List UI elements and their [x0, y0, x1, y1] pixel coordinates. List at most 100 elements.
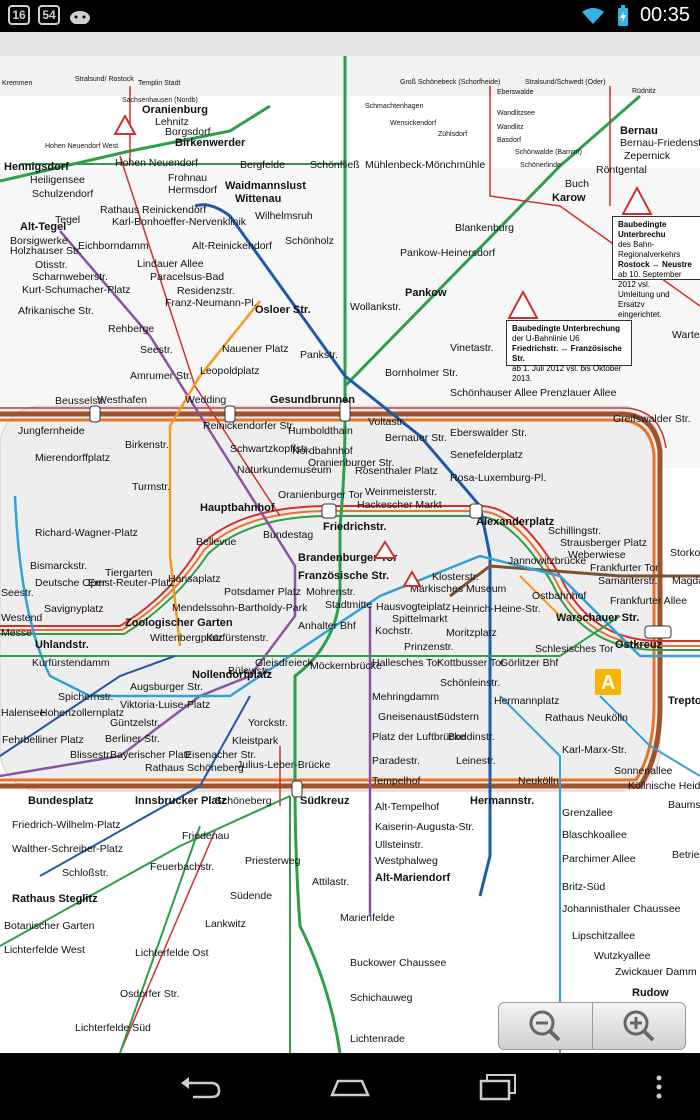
station-label: Augsburger Str. [130, 681, 203, 693]
u2-line [13, 495, 700, 698]
transit-map[interactable]: Kremmen Stralsund/ Rostock Templin Stadt… [0, 56, 700, 1053]
station-label: Vinetastr. [450, 342, 494, 354]
station-label: Warschauer Str. [556, 612, 639, 624]
station-label: Oranienburger Str. [308, 457, 394, 469]
station-label: Zühlsdorf [438, 131, 467, 138]
station-label: Hermannplatz [494, 695, 559, 707]
station-label: Grenzallee [562, 807, 613, 819]
calendar-badge-text: 16 [12, 8, 26, 22]
station-label: Boddinstr. [448, 731, 495, 743]
wifi-icon [581, 7, 604, 24]
station-label: Julius-Leber-Brücke [237, 759, 331, 771]
u8-line [194, 203, 492, 897]
zoom-out-icon [529, 1010, 561, 1042]
station-label: Bergfelde [240, 159, 285, 171]
station-label: Rathaus Reinickendorf [100, 204, 206, 216]
station-label: Potsdamer Platz [224, 586, 301, 598]
station-label: Reinickendorfer Str. [203, 420, 295, 432]
station-label: Halensee [1, 707, 46, 719]
station-label: Alexanderplatz [476, 516, 555, 528]
station-label: Hallesches Tor [372, 657, 441, 669]
s-east-line [599, 695, 700, 777]
stadtbahn-line [0, 505, 700, 651]
station-label: Bernau-Friedenstal [620, 137, 700, 149]
station-label: Betrieb [672, 849, 700, 861]
station-label: Lindauer Allee [137, 258, 204, 270]
station-label: Prinzenstr. [404, 641, 454, 653]
zone-a-marker: A [595, 669, 621, 695]
station-label: Greifswalder Str. [613, 413, 691, 425]
station-label: Schulzendorf [32, 188, 93, 200]
station-label: Treptow [668, 695, 700, 707]
u7-south-line [499, 695, 561, 1053]
zoom-in-button[interactable] [593, 1003, 686, 1049]
station-label: Westhafen [97, 394, 147, 406]
station-label: Stralsund/ Rostock [75, 76, 134, 83]
recent-apps-button[interactable] [474, 1071, 524, 1103]
station-label: Mehringdamm [372, 691, 439, 703]
station-label: Sonnenallee [614, 765, 673, 777]
u-orange-east [519, 575, 561, 617]
station-label: Rathaus Neukölln [545, 712, 628, 724]
station-label: Birkenwerder [175, 137, 246, 149]
station-label: Lichterfelde West [4, 944, 85, 956]
station-label: Leopoldplatz [200, 365, 260, 377]
station-label: Französische Str. [298, 570, 389, 582]
station-label: Oranienburg [142, 104, 208, 116]
station-label: Hermsdorf [168, 184, 217, 196]
station-label: Hohenzollernplatz [40, 707, 124, 719]
action-bar [0, 32, 700, 56]
station-label: Afrikanische Str. [18, 305, 94, 317]
station-label: Birkenstr. [125, 439, 169, 451]
station-label: Borgsdorf [165, 126, 211, 138]
station-label: Kremmen [2, 80, 32, 87]
station-label: Pankstr. [300, 349, 338, 361]
station-label: Wittenbergplatz [150, 632, 223, 644]
station-label: Schönerlinde [520, 162, 561, 169]
station-label: Bernauer Str. [385, 432, 447, 444]
station-label: Berliner Str. [105, 733, 160, 745]
u7-line [0, 230, 297, 778]
station-label: Neukölln [518, 775, 559, 787]
station-label: Alt-Tegel [20, 221, 66, 233]
station-label: Heinrich-Heine-Str. [452, 603, 541, 615]
u3-line [0, 655, 176, 757]
station-label: Kurfürstendamm [32, 657, 110, 669]
navigation-bar [0, 1053, 700, 1120]
station-label: Osloer Str. [255, 304, 311, 316]
station-label: Hohen Neuendorf [115, 157, 198, 169]
station-label: Karl-Marx-Str. [562, 744, 627, 756]
station-label: Samariterstr. [598, 575, 658, 587]
station-label: Görlitzer Bhf [500, 657, 558, 669]
station-label: Scharnweberstr. [32, 271, 108, 283]
station-label: Bülowstr. [228, 665, 271, 677]
station-label: Fehrbelliner Platz [2, 734, 84, 746]
u9-south-line [39, 695, 251, 877]
station-label: Hermannstr. [470, 795, 534, 807]
station-label: Hennigsdorf [4, 161, 69, 173]
station-label: Mühlenbeck-Mönchmühle [365, 159, 485, 171]
station-label: Platz der Luftbrücke [372, 731, 466, 743]
station-label: Südstern [437, 711, 479, 723]
notice-title: Baubedingte Unterbrechu [618, 220, 667, 239]
station-label: Westphalweg [375, 855, 438, 867]
station-label: Botanischer Garten [4, 920, 95, 932]
notice-line: ab 1. Juli 2012 vsl. bis Oktober 2013. [512, 364, 622, 383]
station-label: Voltastr. [368, 416, 405, 428]
station-label: Lichtenrade [350, 1033, 405, 1045]
station-label: Nollendorfplatz [192, 669, 273, 681]
station-label: Wensickendorf [390, 120, 436, 127]
notice-line: des Bahn-Regionalverkehrs [618, 240, 681, 259]
u1-line [0, 615, 621, 657]
station-label: Karow [552, 192, 586, 204]
home-button[interactable] [325, 1071, 375, 1103]
station-label: Heiligensee [30, 174, 85, 186]
back-button[interactable] [176, 1071, 226, 1103]
station-label: Schwartzkopffstr. [230, 443, 310, 455]
station-labels: Kremmen Stralsund/ Rostock Templin Stadt… [1, 76, 700, 1045]
zoom-out-button[interactable] [499, 1003, 593, 1049]
menu-button[interactable] [644, 1071, 674, 1103]
station-label: Spichernstr. [58, 691, 113, 703]
station-label: Rosenthaler Platz [355, 465, 438, 477]
station-label: Uhlandstr. [35, 639, 89, 651]
